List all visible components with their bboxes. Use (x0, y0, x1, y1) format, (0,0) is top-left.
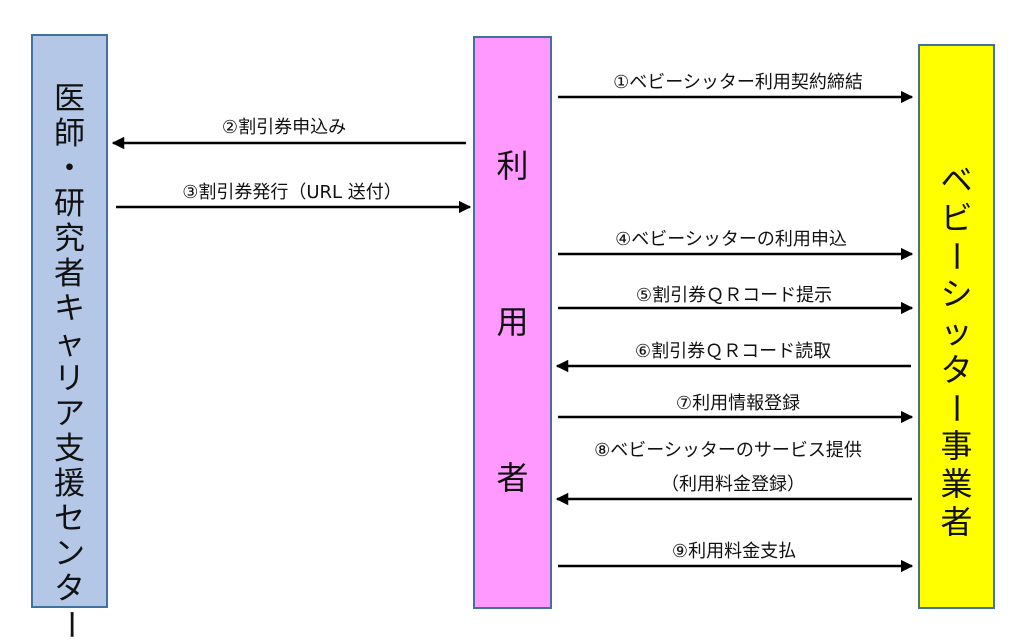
vertical-glyph: 究 (54, 221, 85, 257)
vertical-glyph: ベ (940, 161, 973, 199)
vertical-glyph: タ (54, 571, 85, 607)
vertical-glyph: 事 (940, 427, 973, 465)
vertical-glyph: シ (940, 275, 973, 313)
vertical-glyph: 師 (54, 116, 85, 152)
vertical-glyph: ビ (940, 199, 973, 237)
user-name: 利用者 (475, 150, 550, 494)
actor-babysitter-provider: ベビーシッター事業者 (918, 44, 995, 609)
step-2-label: ②割引券申込み (221, 117, 347, 138)
vertical-glyph: 利 (496, 147, 529, 185)
step-7-label: ⑦利用情報登録 (675, 393, 801, 414)
vertical-glyph: セ (54, 501, 85, 537)
vertical-glyph: ャ (54, 326, 85, 362)
step-3-label: ③割引券発行（URL 送付） (182, 182, 402, 203)
vertical-glyph: 者 (54, 256, 85, 292)
vertical-glyph: タ (940, 351, 973, 389)
vertical-glyph: キ (54, 291, 85, 327)
vertical-glyph: 者 (496, 459, 529, 497)
vertical-glyph: 業 (940, 465, 973, 503)
vertical-glyph: ッ (940, 313, 973, 351)
vertical-glyph: リ (54, 361, 85, 397)
actor-user: 利用者 (473, 36, 552, 609)
step-1-label: ①ベビーシッター利用契約締結 (613, 72, 863, 93)
step-9-label: ⑨利用料金支払 (671, 541, 797, 562)
step-6-label: ⑥割引券ＱＲコード読取 (634, 341, 832, 362)
vertical-glyph: 支 (54, 431, 85, 467)
vertical-glyph: ・ (54, 151, 85, 187)
step-4-label: ④ベビーシッターの利用申込 (615, 229, 847, 250)
vertical-glyph: 研 (54, 186, 85, 222)
actor-support-center: 医師・研究者キャリア支援センター (31, 34, 108, 640)
provider-name: ベビーシッター事業者 (920, 164, 993, 538)
step-8-label: ⑧ベビーシッターのサービス提供 (594, 440, 862, 461)
support-center-name: 医師・研究者キャリア支援センター (33, 84, 106, 640)
step-5-label: ⑤割引券ＱＲコード提示 (635, 285, 833, 306)
vertical-glyph: ア (54, 396, 85, 432)
vertical-glyph: 用 (496, 303, 529, 341)
step-8-sublabel: （利用料金登録） (661, 474, 805, 495)
vertical-glyph: 援 (54, 466, 85, 502)
vertical-glyph: ン (54, 536, 85, 572)
vertical-glyph: 者 (940, 503, 973, 541)
vertical-glyph: 医 (54, 81, 85, 117)
